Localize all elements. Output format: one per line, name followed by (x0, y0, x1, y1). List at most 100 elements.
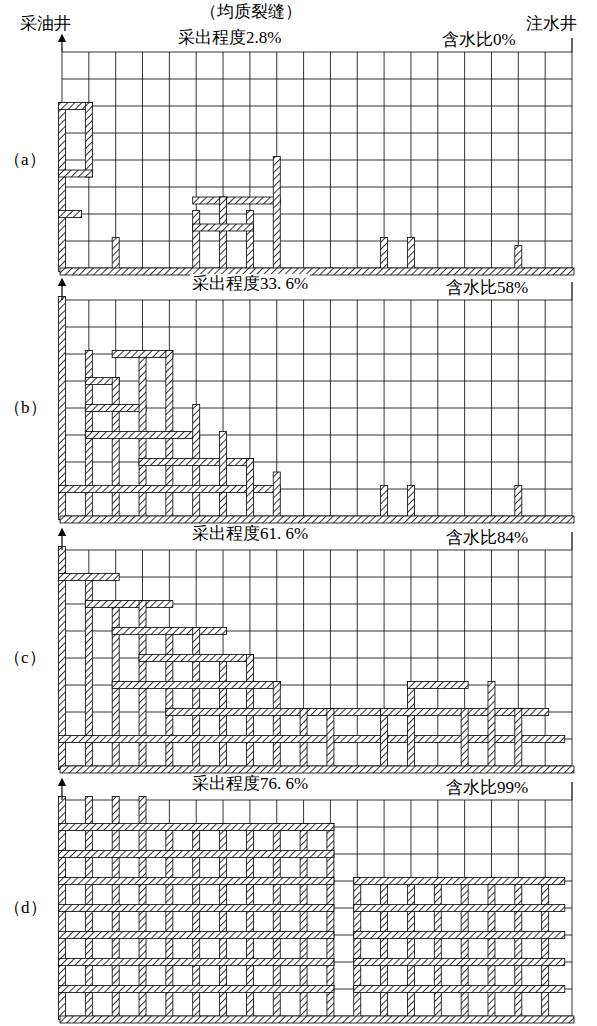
injector-well-line (571, 782, 572, 800)
grid-line (62, 462, 572, 463)
grid-line (62, 79, 572, 80)
diagram-title: （均质裂缝） (198, 2, 304, 22)
fracture-channel (407, 238, 414, 272)
fracture-channel (354, 932, 565, 939)
fracture-channel (59, 986, 334, 993)
injector-well-line (571, 532, 572, 550)
fracture-channel (381, 878, 388, 1020)
grid-line (62, 214, 572, 215)
producer-well-line (61, 782, 62, 800)
fracture-channel (246, 459, 253, 520)
fracture-channel (273, 472, 280, 520)
fracture-channel (59, 824, 334, 831)
fracture-channel (488, 682, 495, 770)
fracture-channel (59, 851, 334, 858)
fracture-channel (193, 197, 281, 204)
recovery-label: 采出程度61. 6% (190, 524, 310, 544)
grid-line (62, 300, 572, 301)
fracture-channel (59, 932, 334, 939)
grid-line (62, 133, 572, 134)
grid-line (62, 327, 572, 328)
fracture-channel (407, 682, 468, 689)
grid-line (62, 550, 572, 551)
fracture-channel (85, 432, 199, 439)
fracture-channel (85, 601, 173, 608)
base-bar (60, 516, 574, 523)
fracture-channel (59, 170, 93, 177)
fracture-channel (354, 905, 565, 912)
fracture-channel (139, 655, 253, 662)
fracture-channel (220, 197, 227, 272)
panel-letter: （b） (2, 398, 49, 418)
fracture-channel (59, 959, 334, 966)
producer-well-line (61, 38, 62, 52)
fracture-channel (273, 682, 280, 770)
grid-line (62, 160, 572, 161)
grid-line (62, 106, 572, 107)
grid-line (62, 577, 572, 578)
fracture-channel (59, 878, 334, 885)
recovery-label: 采出程度33. 6% (190, 274, 310, 294)
base-bar (60, 268, 574, 275)
water-cut-label: 含水比99% (444, 778, 530, 798)
water-cut-label: 含水比58% (444, 278, 530, 298)
fracture-channel (461, 709, 468, 770)
fracture-channel (246, 211, 253, 272)
fracture-channel (59, 905, 334, 912)
fracture-channel (59, 574, 120, 581)
water-cut-label: 含水比84% (444, 528, 530, 548)
fracture-channel (193, 628, 200, 770)
panel-letter: （a） (2, 150, 48, 170)
fracture-channel (381, 238, 388, 272)
grid-line (62, 800, 572, 801)
fracture-channel (112, 378, 119, 520)
fracture-channel (220, 432, 227, 520)
fracture-channel (327, 709, 334, 770)
fracture-channel (354, 986, 565, 993)
well-name: 注水井 (524, 14, 579, 34)
injector-well-line (571, 282, 572, 300)
panel-grid (59, 532, 575, 773)
injector-well-line (571, 38, 572, 52)
fracture-channel (85, 405, 146, 412)
fracture-channel (112, 682, 280, 689)
recovery-label: 采出程度76. 6% (190, 774, 310, 794)
fracture-channel (112, 351, 173, 358)
fracture-channel (354, 878, 565, 885)
fracture-channel (139, 459, 253, 466)
fracture-channel (85, 103, 92, 178)
panel-grid (59, 782, 575, 1023)
grid-line (62, 658, 572, 659)
fracture-channel (381, 709, 388, 770)
fracture-channel (515, 878, 522, 1020)
fracture-channel (407, 486, 414, 520)
panel-grid (59, 38, 575, 275)
base-bar (60, 766, 574, 773)
fracture-channel (59, 211, 82, 218)
fracture-channel (273, 157, 280, 272)
grid-line (62, 187, 572, 188)
grid-line (62, 241, 572, 242)
panel-grid (59, 282, 575, 523)
fracture-channel (354, 959, 565, 966)
fracture-channel (542, 878, 549, 1020)
panel-letter: （c） (2, 648, 48, 668)
producer-well-line (61, 282, 62, 300)
fracture-channel (434, 878, 441, 1020)
producer-well-line (61, 532, 62, 550)
fracture-channel (407, 682, 414, 770)
fracture-channel (166, 628, 173, 770)
grid-line (62, 52, 572, 53)
water-cut-label: 含水比0% (440, 30, 518, 50)
fracture-channel (381, 486, 388, 520)
well-name: 采油井 (18, 14, 73, 34)
recovery-label: 采出程度2.8% (176, 28, 283, 48)
panel-letter: （d） (2, 898, 49, 918)
fracture-channel (354, 878, 361, 1020)
fracture-channel (461, 878, 468, 1020)
base-bar (60, 1016, 574, 1023)
fracture-channel (112, 628, 226, 635)
fracture-channel (166, 709, 388, 716)
fracture-channel (193, 224, 254, 231)
